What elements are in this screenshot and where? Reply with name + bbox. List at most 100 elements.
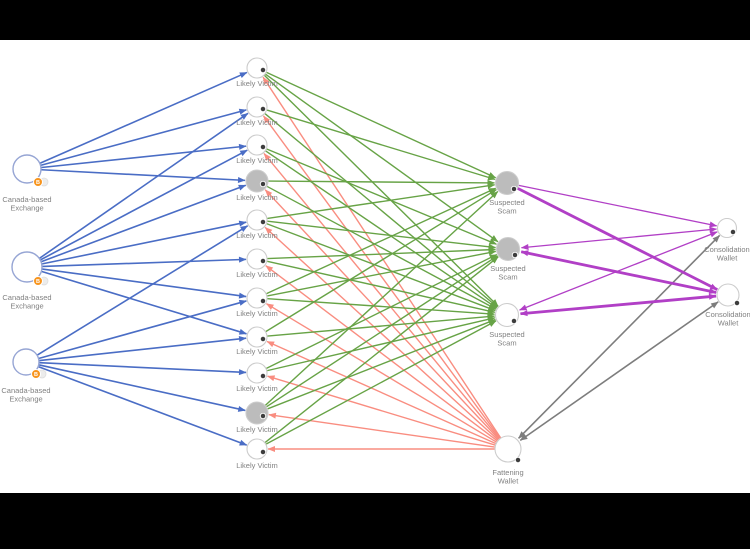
edge-victim-4-scam-1[interactable]	[268, 179, 496, 186]
edge-fattening-wallet-victim-4[interactable]	[264, 189, 500, 440]
node-circle[interactable]	[12, 154, 42, 184]
edge-victim-6-scam-3[interactable]	[267, 260, 496, 314]
node-scam-1[interactable]	[494, 170, 520, 196]
node-circle[interactable]	[245, 169, 269, 193]
edge-exchange-3-victim-10[interactable]	[39, 364, 246, 412]
wallet-dot-icon	[259, 297, 267, 305]
edge-exchange-3-victim-5[interactable]	[37, 225, 249, 356]
node-circle[interactable]	[246, 209, 268, 231]
edge-victim-5-scam-2[interactable]	[267, 220, 497, 250]
node-label: Likely Victim	[236, 384, 278, 393]
edge-victim-7-scam-1[interactable]	[266, 187, 497, 295]
node-circle[interactable]	[246, 96, 268, 118]
node-victim-5[interactable]	[246, 209, 268, 231]
edge-victim-7-scam-3[interactable]	[267, 298, 496, 317]
edge-victim-10-scam-2[interactable]	[266, 255, 498, 408]
edge-exchange-2-victim-8[interactable]	[41, 270, 247, 335]
edge-victim-10-scam-1[interactable]	[264, 190, 499, 406]
edge-fattening-wallet-victim-1[interactable]	[262, 76, 502, 439]
edge-exchange-2-victim-4[interactable]	[41, 184, 247, 263]
node-label: Likely Victim	[236, 156, 278, 165]
edge-fattening-wallet-victim-7[interactable]	[265, 303, 497, 443]
edge-exchange-1-victim-4[interactable]	[41, 168, 246, 184]
bitcoin-icon	[33, 276, 43, 286]
edge-scam-3-consolidation-2[interactable]	[519, 293, 717, 317]
edge-victim-10-scam-3[interactable]	[267, 318, 496, 410]
node-victim-1[interactable]	[246, 57, 268, 79]
node-victim-6[interactable]	[246, 248, 268, 270]
edge-exchange-3-victim-11[interactable]	[38, 366, 248, 446]
edge-exchange-2-victim-2[interactable]	[39, 112, 249, 259]
node-circle[interactable]	[245, 401, 269, 425]
node-victim-7[interactable]	[246, 287, 268, 309]
edge-exchange-3-victim-7[interactable]	[38, 299, 247, 360]
node-circle[interactable]	[11, 251, 43, 283]
edge-victim-1-scam-1[interactable]	[266, 71, 497, 179]
edge-fattening-wallet-victim-10[interactable]	[268, 412, 495, 448]
edge-victim-11-scam-3[interactable]	[265, 320, 497, 445]
node-exchange-2[interactable]: B	[11, 251, 49, 286]
node-fattening-wallet[interactable]	[494, 435, 522, 464]
node-scam-2[interactable]	[495, 236, 521, 262]
wallet-dot-icon	[729, 228, 737, 236]
edge-fattening-wallet-victim-9[interactable]	[267, 375, 496, 446]
wallet-dot-icon	[259, 143, 267, 151]
edge-victim-5-scam-1[interactable]	[267, 182, 496, 220]
edge-fattening-wallet-victim-2[interactable]	[262, 115, 501, 439]
edge-exchange-2-victim-3[interactable]	[40, 149, 248, 261]
node-victim-9[interactable]	[246, 362, 268, 384]
nodes-layer: B B B	[11, 57, 741, 464]
edge-victim-9-scam-2[interactable]	[266, 253, 498, 369]
edge-victim-2-scam-1[interactable]	[266, 109, 496, 181]
edge-exchange-2-victim-6[interactable]	[42, 256, 247, 268]
node-exchange-3[interactable]: B	[12, 348, 47, 379]
node-circle[interactable]	[246, 362, 268, 384]
edge-victim-5-scam-3[interactable]	[266, 223, 496, 312]
node-circle[interactable]	[246, 326, 268, 348]
edge-exchange-2-victim-5[interactable]	[42, 220, 247, 265]
edge-fattening-wallet-consolidation-2[interactable]	[519, 301, 719, 442]
node-victim-11[interactable]	[246, 438, 268, 460]
edge-victim-8-scam-3[interactable]	[267, 313, 496, 337]
edge-fattening-wallet-victim-6[interactable]	[265, 265, 498, 442]
node-label: Likely Victim	[236, 425, 278, 434]
edge-victim-1-scam-2[interactable]	[265, 73, 499, 243]
node-circle[interactable]	[12, 348, 40, 376]
edge-fattening-wallet-victim-5[interactable]	[264, 226, 499, 441]
node-victim-10[interactable]	[245, 401, 269, 425]
edge-victim-1-scam-3[interactable]	[263, 74, 499, 307]
edge-victim-6-scam-2[interactable]	[267, 246, 497, 260]
edge-exchange-1-victim-1[interactable]	[39, 71, 248, 164]
node-circle[interactable]	[246, 248, 268, 270]
edge-victim-9-scam-3[interactable]	[267, 316, 496, 372]
edge-exchange-1-victim-2[interactable]	[40, 108, 247, 166]
node-scam-3[interactable]	[494, 302, 520, 328]
wallet-dot-icon	[733, 299, 741, 307]
edge-exchange-1-victim-3[interactable]	[41, 143, 247, 169]
node-circle[interactable]	[716, 283, 740, 307]
node-circle[interactable]	[246, 57, 268, 79]
edge-exchange-3-victim-9[interactable]	[39, 361, 247, 376]
edge-fattening-wallet-victim-8[interactable]	[266, 340, 496, 445]
edge-victim-7-scam-2[interactable]	[267, 249, 497, 297]
node-circle[interactable]	[246, 287, 268, 309]
node-exchange-1[interactable]: B	[12, 154, 49, 187]
edge-fattening-wallet-victim-3[interactable]	[263, 153, 500, 440]
node-victim-3[interactable]	[246, 134, 268, 156]
node-circle[interactable]	[246, 438, 268, 460]
edge-exchange-2-victim-7[interactable]	[42, 268, 247, 299]
node-circle[interactable]	[246, 134, 268, 156]
edge-victim-8-scam-1[interactable]	[265, 188, 497, 333]
node-victim-8[interactable]	[246, 326, 268, 348]
edge-scam-1-consolidation-1[interactable]	[518, 184, 718, 228]
edge-exchange-3-victim-8[interactable]	[39, 335, 247, 362]
edge-victim-2-scam-3[interactable]	[264, 113, 498, 308]
edge-victim-11-scam-2[interactable]	[264, 256, 499, 444]
node-victim-2[interactable]	[246, 96, 268, 118]
node-victim-4[interactable]	[245, 169, 269, 193]
node-consolidation-1[interactable]	[716, 217, 738, 239]
node-consolidation-2[interactable]	[716, 283, 741, 307]
bitcoin-icon	[31, 369, 41, 379]
node-circle[interactable]	[494, 435, 522, 463]
